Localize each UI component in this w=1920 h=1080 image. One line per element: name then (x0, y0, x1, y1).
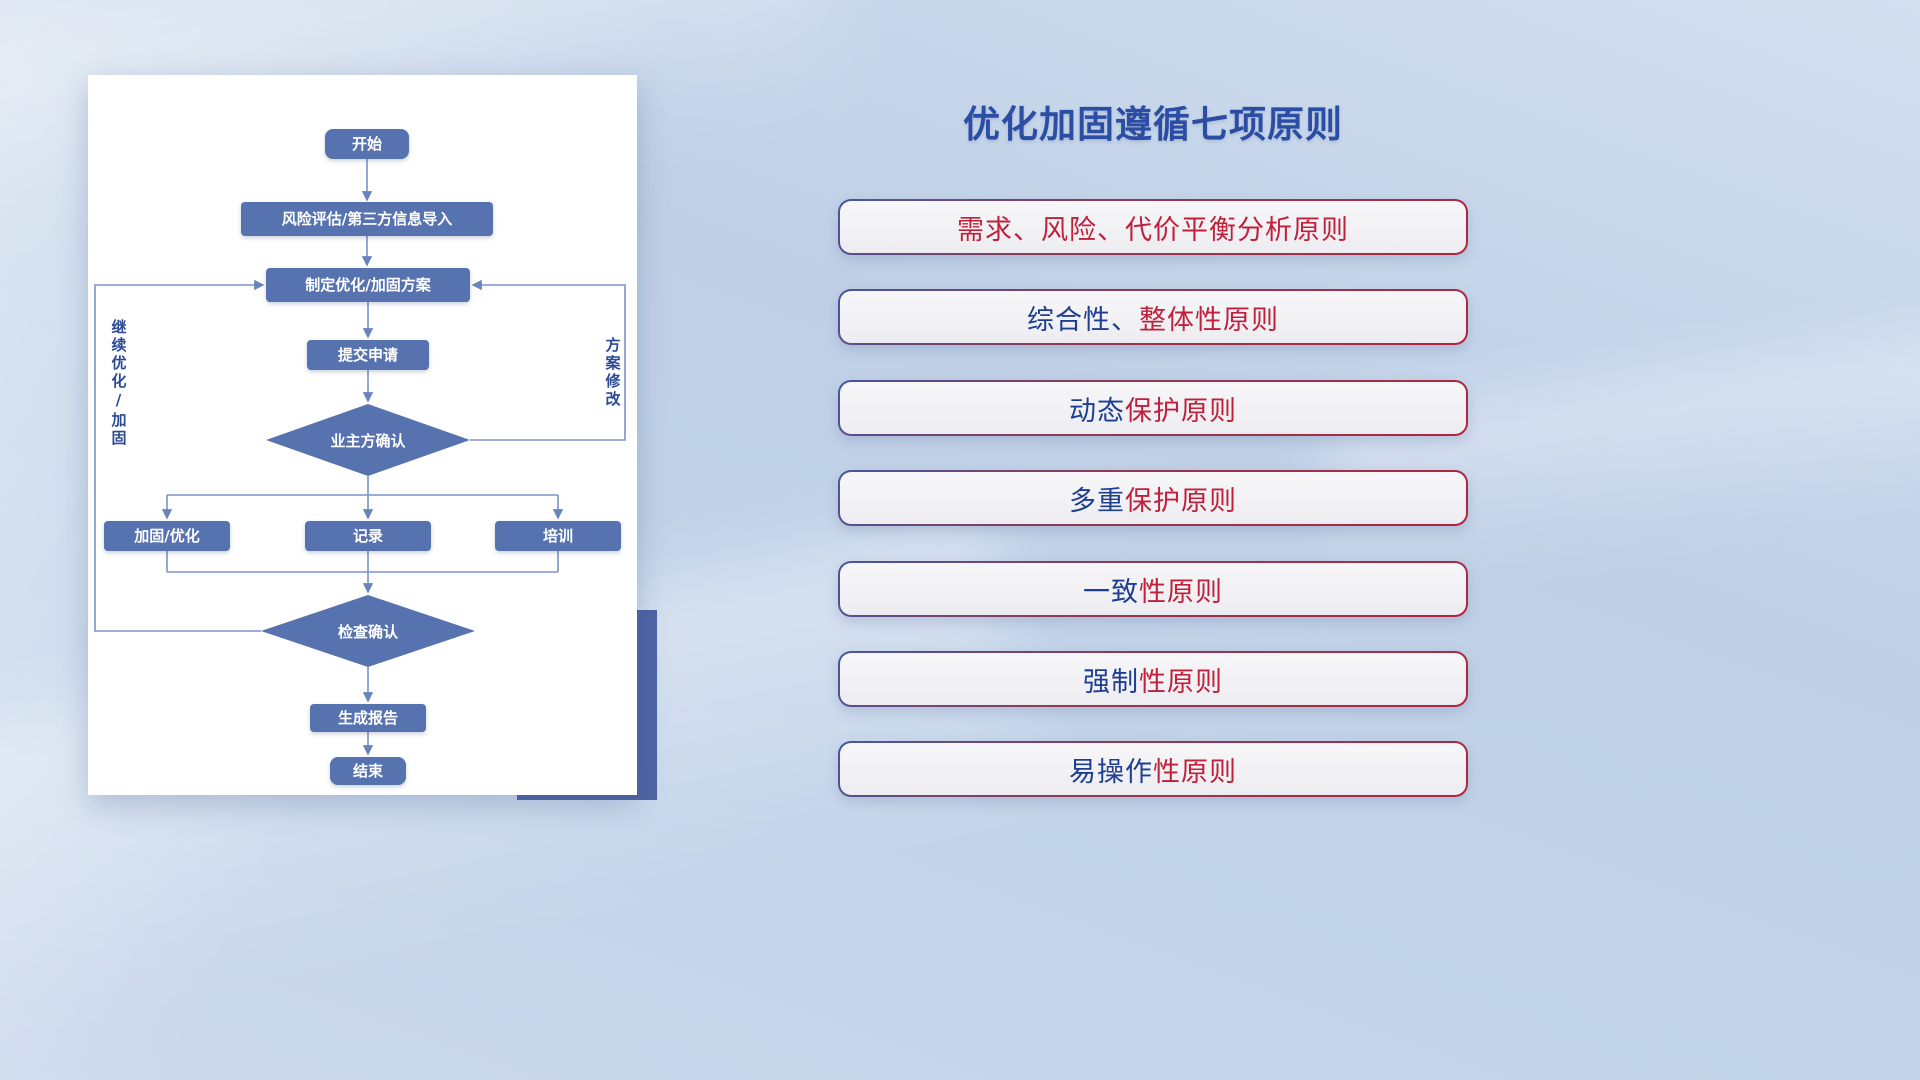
principle-label: 强制性原则 (840, 653, 1466, 705)
principle-lead-text: 强制 (1083, 666, 1139, 698)
principle-item-4: 多重保护原则 (838, 470, 1468, 526)
principle-lead-text: 一致 (1083, 576, 1139, 608)
principle-label: 多重保护原则 (840, 472, 1466, 524)
flowchart-node-start: 开始 (325, 129, 409, 159)
principle-tail-text: 性原则 (1139, 576, 1223, 608)
flowchart-node-end: 结束 (330, 757, 406, 785)
flowchart-node-record: 记录 (305, 521, 431, 551)
principle-lead-text: 多重 (1069, 485, 1125, 517)
principle-item-3: 动态保护原则 (838, 380, 1468, 436)
principle-tail-text: 保护原则 (1125, 485, 1237, 517)
flowchart-card: 开始 风险评估/第三方信息导入 制定优化/加固方案 提交申请 业主方确认 加固/… (88, 75, 637, 795)
flowchart-connectors (94, 159, 626, 756)
principle-item-5: 一致性原则 (838, 561, 1468, 617)
flowchart-node-risk-import: 风险评估/第三方信息导入 (241, 202, 493, 236)
principle-label: 需求、风险、代价平衡分析原则 (840, 201, 1466, 253)
principle-label: 一致性原则 (840, 563, 1466, 615)
principle-item-6: 强制性原则 (838, 651, 1468, 707)
principle-tail-text: 整体性原则 (1139, 304, 1279, 336)
principle-lead-text: 综合性、 (1027, 304, 1139, 336)
principle-lead-text: 易操作 (1069, 756, 1153, 788)
principle-tail-text: 性原则 (1139, 666, 1223, 698)
page-title: 优化加固遵循七项原则 (963, 103, 1343, 146)
flowchart-node-reinforce: 加固/优化 (104, 521, 230, 551)
flowchart-node-training: 培训 (495, 521, 621, 551)
flowchart-node-make-plan: 制定优化/加固方案 (266, 268, 470, 302)
principle-tail-text: 保护原则 (1125, 395, 1237, 427)
principle-lead-text: 动态 (1069, 395, 1125, 427)
principle-label: 易操作性原则 (840, 743, 1466, 795)
loop-label-plan-modify: 方案修改 (603, 337, 622, 409)
principle-label: 动态保护原则 (840, 382, 1466, 434)
principle-tail-text: 性原则 (1153, 756, 1237, 788)
principle-item-7: 易操作性原则 (838, 741, 1468, 797)
principle-label: 综合性、整体性原则 (840, 291, 1466, 343)
light-streak (1321, 320, 1920, 590)
flowchart-node-report: 生成报告 (310, 704, 426, 732)
principle-item-1: 需求、风险、代价平衡分析原则 (838, 199, 1468, 255)
loop-label-continue-optimize: 继续优化/加固 (109, 318, 128, 448)
flowchart-node-submit: 提交申请 (307, 340, 429, 370)
principle-item-2: 综合性、整体性原则 (838, 289, 1468, 345)
principle-tail-text: 需求、风险、代价平衡分析原则 (957, 214, 1349, 246)
